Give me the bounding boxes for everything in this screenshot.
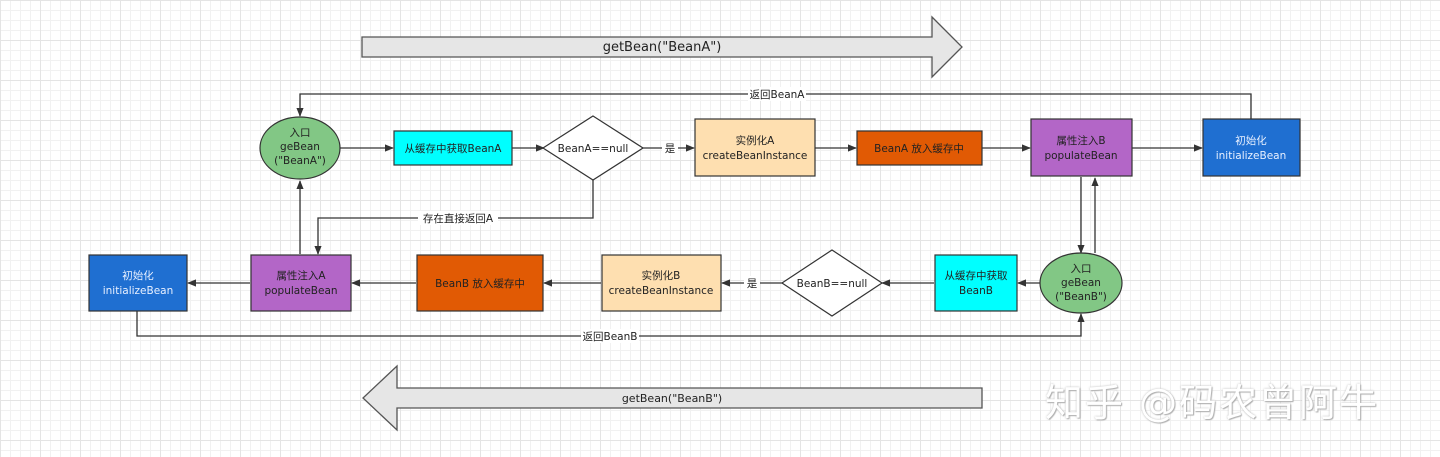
svg-text:("BeanA"): ("BeanA")	[274, 155, 326, 167]
edge-label-yes-a: 是	[662, 141, 678, 155]
svg-text:initializeBean: initializeBean	[103, 285, 174, 297]
top-arrow-label: getBean("BeanA")	[603, 40, 722, 55]
svg-text:初始化: 初始化	[122, 269, 154, 282]
put-cache-b-node: BeanB 放入缓存中	[416, 254, 544, 312]
entry-a-node: 入口 geBean ("BeanA")	[259, 116, 341, 180]
edge-label-exists-a: 存在直接返回A	[418, 211, 498, 225]
svg-text:从缓存中获取: 从缓存中获取	[945, 269, 1008, 282]
edge-label-yes-b: 是	[744, 276, 760, 290]
svg-text:初始化: 初始化	[1235, 134, 1267, 147]
svg-text:("BeanB"): ("BeanB")	[1055, 291, 1107, 303]
bottom-arrow-label: getBean("BeanB")	[622, 392, 722, 405]
get-cache-a-node: 从缓存中获取BeanA	[393, 130, 513, 166]
inject-a-node: 属性注入A populateBean	[250, 254, 352, 312]
initialize-a-node: 初始化 initializeBean	[1202, 118, 1301, 177]
top-getbean-arrow: getBean("BeanA")	[361, 15, 963, 79]
svg-text:geBean: geBean	[1061, 277, 1101, 289]
watermark-text: 知乎 @码农曾阿牛	[1045, 381, 1380, 425]
bottom-getbean-arrow: getBean("BeanB")	[362, 364, 983, 432]
decision-b-node: BeanB==null	[780, 249, 884, 317]
svg-text:属性注入B: 属性注入B	[1056, 134, 1105, 147]
svg-text:geBean: geBean	[280, 141, 320, 153]
svg-text:从缓存中获取BeanA: 从缓存中获取BeanA	[405, 142, 503, 155]
svg-text:BeanA 放入缓存中: BeanA 放入缓存中	[874, 142, 964, 155]
svg-text:实例化A: 实例化A	[736, 134, 775, 147]
instantiate-a-node: 实例化A createBeanInstance	[694, 118, 816, 177]
svg-text:属性注入A: 属性注入A	[276, 269, 326, 282]
get-cache-b-node: 从缓存中获取 BeanB	[934, 254, 1018, 312]
svg-text:initializeBean: initializeBean	[1216, 150, 1287, 162]
svg-text:populateBean: populateBean	[264, 285, 337, 297]
svg-text:入口: 入口	[290, 127, 311, 139]
instantiate-b-node: 实例化B createBeanInstance	[601, 254, 722, 312]
svg-text:返回BeanB: 返回BeanB	[583, 331, 638, 343]
edge-label-return-a: 返回BeanA	[748, 87, 806, 101]
edge-label-return-b: 返回BeanB	[581, 329, 639, 343]
svg-text:createBeanInstance: createBeanInstance	[703, 150, 808, 162]
svg-text:populateBean: populateBean	[1044, 150, 1117, 162]
svg-text:实例化B: 实例化B	[642, 269, 681, 282]
svg-text:BeanB==null: BeanB==null	[797, 278, 868, 290]
svg-text:BeanA==null: BeanA==null	[558, 143, 629, 155]
initialize-b-node: 初始化 initializeBean	[88, 254, 188, 312]
svg-text:BeanB: BeanB	[959, 285, 993, 297]
inject-b-node: 属性注入B populateBean	[1030, 118, 1133, 177]
svg-text:入口: 入口	[1071, 263, 1092, 275]
put-cache-a-node: BeanA 放入缓存中	[856, 130, 983, 166]
svg-text:是: 是	[665, 143, 676, 155]
svg-text:是: 是	[747, 278, 758, 290]
svg-text:BeanB 放入缓存中: BeanB 放入缓存中	[435, 277, 525, 290]
svg-text:存在直接返回A: 存在直接返回A	[423, 212, 494, 225]
svg-text:createBeanInstance: createBeanInstance	[609, 285, 714, 297]
entry-b-node: 入口 geBean ("BeanB")	[1039, 252, 1123, 314]
decision-a-node: BeanA==null	[541, 115, 645, 181]
svg-text:返回BeanA: 返回BeanA	[750, 89, 806, 101]
